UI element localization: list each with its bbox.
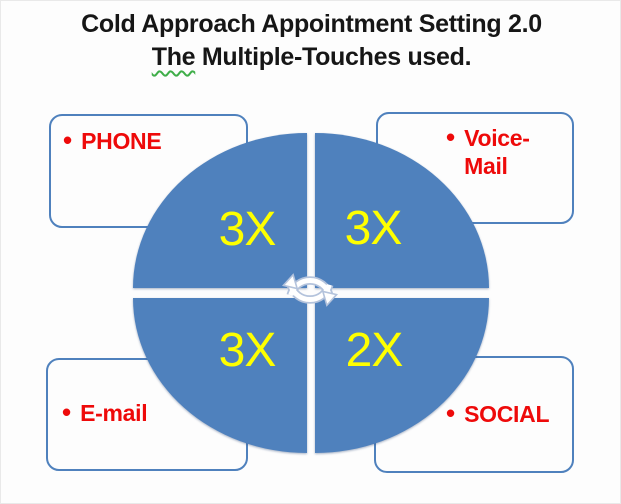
bullet-icon: • — [62, 397, 72, 427]
callout-label-email: E-mail — [80, 400, 148, 426]
title-line2-word-the: The — [151, 43, 196, 71]
title-line1: Cold Approach Appointment Setting 2.0 — [81, 10, 542, 38]
callout-label-social: SOCIAL — [464, 401, 550, 427]
multiplier-label-bottom-right: 2X — [345, 324, 404, 377]
title-line2-rest: Multiple-Touches used. — [195, 43, 472, 71]
bullet-icon: • — [63, 125, 73, 155]
multiplier-label-bottom-left: 3X — [218, 324, 277, 377]
page-title: Cold Approach Appointment Setting 2.0 Th… — [1, 8, 620, 74]
multiplier-label-top-right: 3X — [344, 202, 403, 255]
callout-label-voicemail: Voice-Mail — [464, 125, 530, 179]
bullet-icon: • — [446, 122, 456, 152]
cycle-arrows-icon — [279, 261, 341, 323]
callout-label-phone: PHONE — [81, 128, 162, 154]
title-line2: The Multiple-Touches used. — [1, 41, 620, 74]
bullet-icon: • — [446, 398, 456, 428]
multiplier-label-top-left: 3X — [218, 203, 277, 256]
